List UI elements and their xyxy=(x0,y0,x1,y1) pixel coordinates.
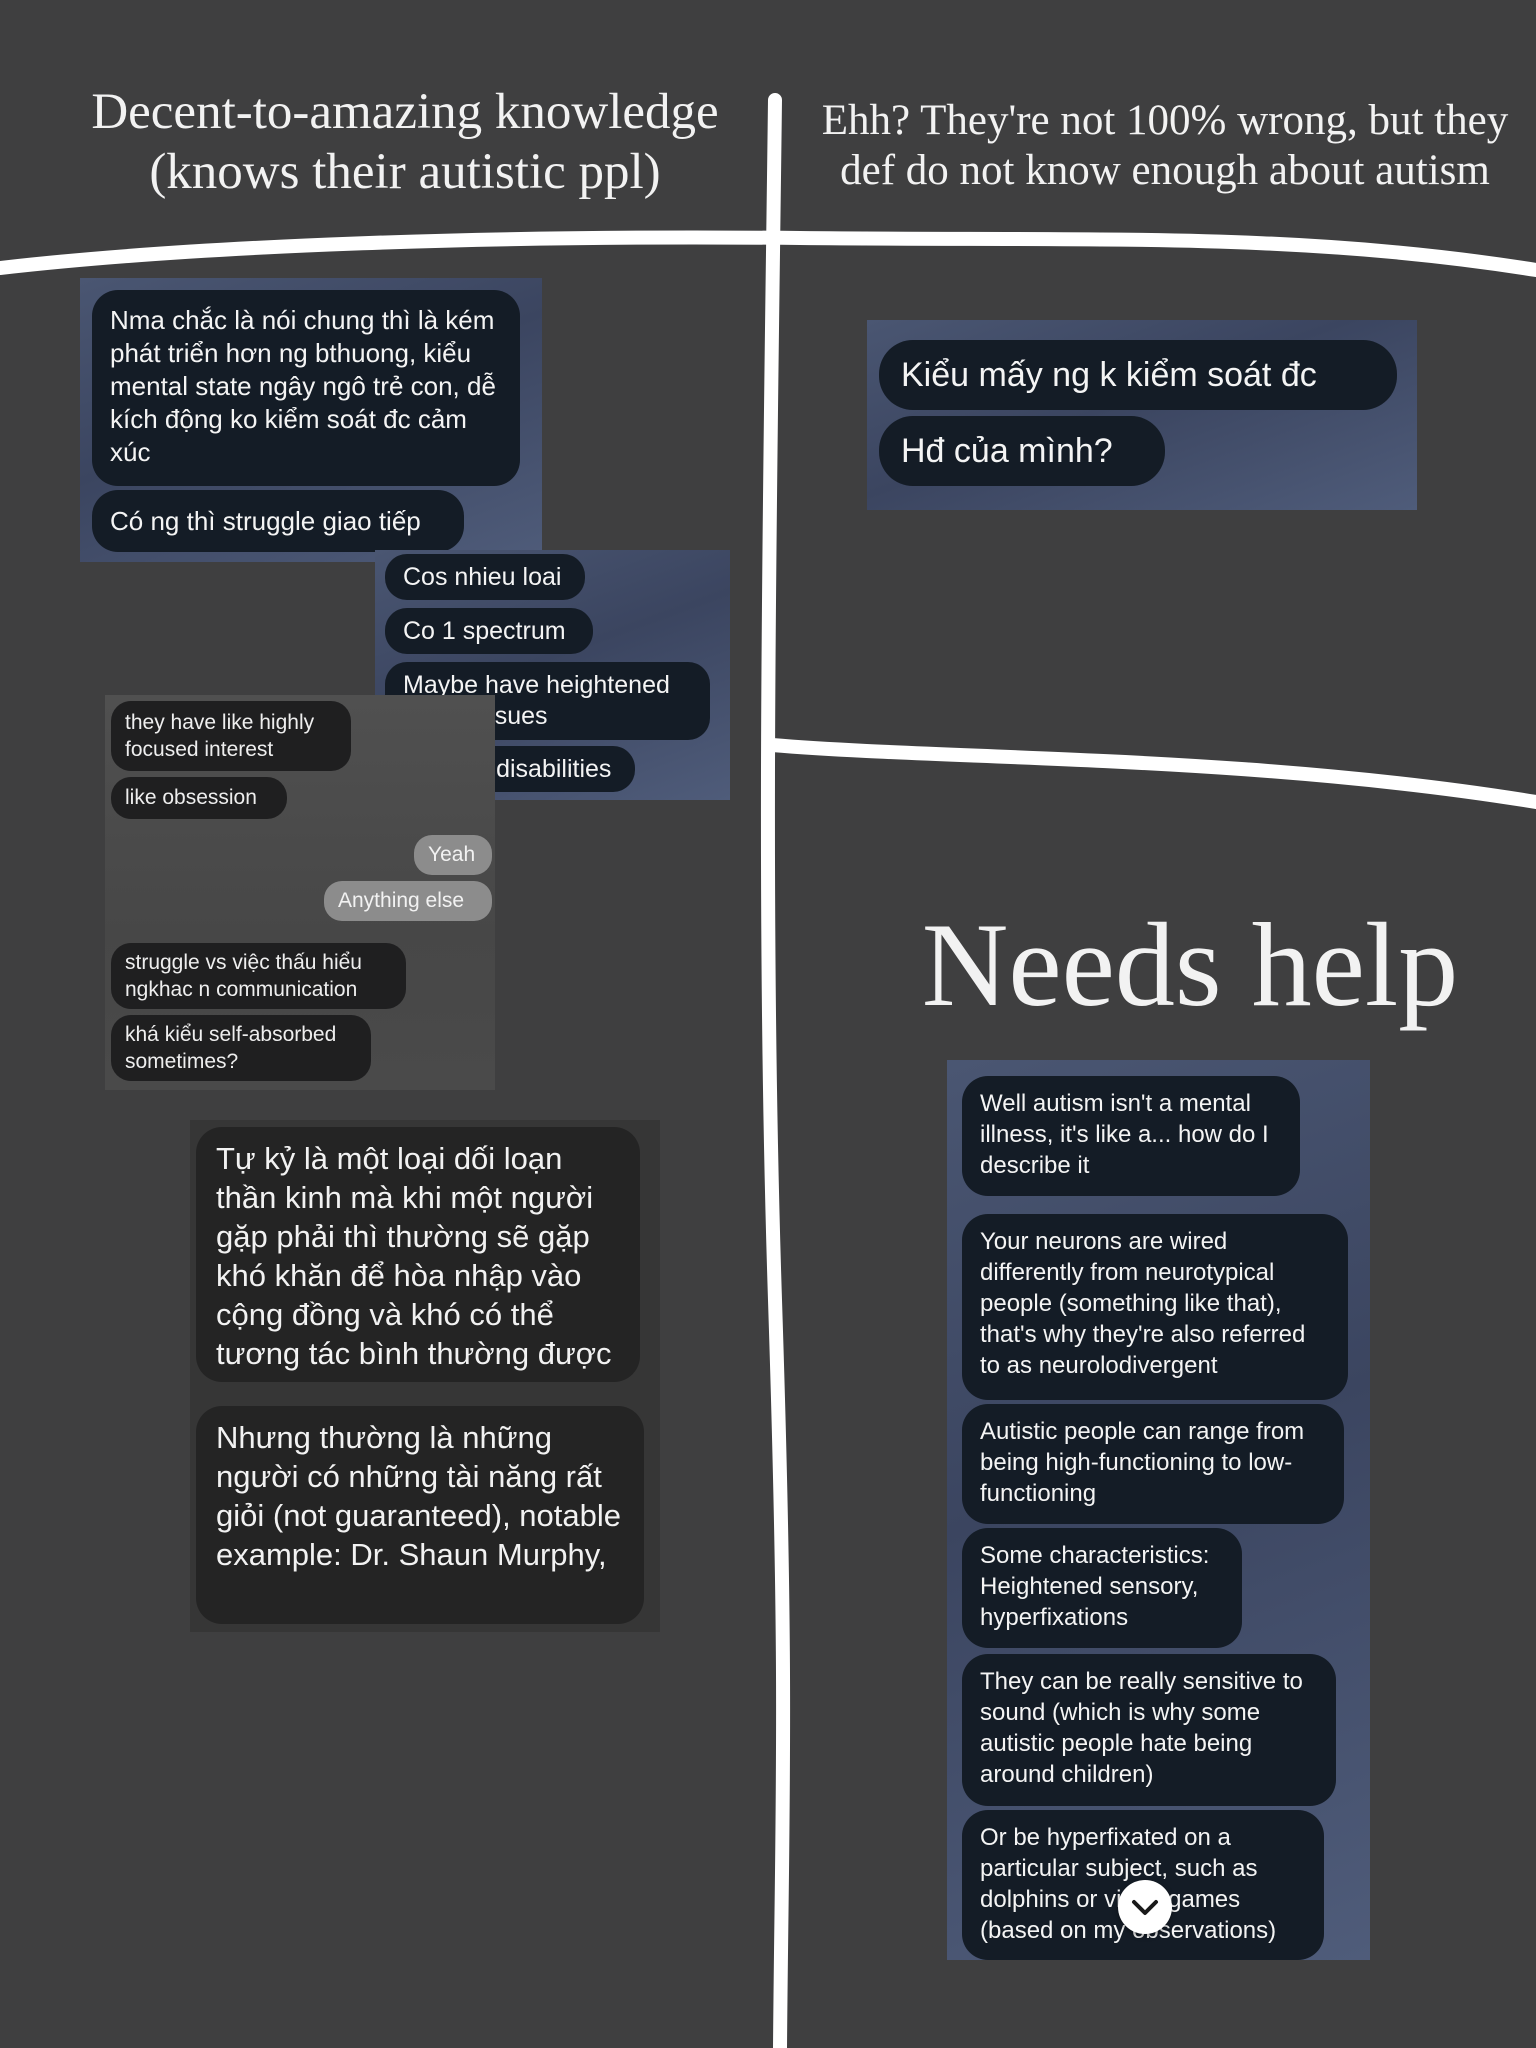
message-bubble: struggle vs việc thấu hiểu ngkhac n comm… xyxy=(111,943,406,1009)
chevron-down-icon xyxy=(1132,1900,1158,1915)
message-bubble: like obsession xyxy=(111,777,287,819)
message-bubble: Có ng thì struggle giao tiếp xyxy=(92,490,464,552)
left-column-heading: Decent-to-amazing knowledge (knows their… xyxy=(91,84,719,200)
chat-screenshot-1: Nma chắc là nói chung thì là kém phát tr… xyxy=(80,278,542,562)
message-bubble: Nhưng thường là những người có những tài… xyxy=(196,1406,644,1624)
chat-screenshot-4: Tự kỷ là một loại dối loạn thần kinh mà … xyxy=(190,1120,660,1632)
message-bubble: Well autism isn't a mental illness, it's… xyxy=(962,1076,1300,1196)
scroll-down-button[interactable] xyxy=(1118,1880,1172,1934)
message-bubble: Your neurons are wired differently from … xyxy=(962,1214,1348,1400)
message-bubble: They can be really sensitive to sound (w… xyxy=(962,1654,1336,1806)
chat-screenshot-3: they have like highly focused interest l… xyxy=(105,695,495,1090)
message-bubble: they have like highly focused interest xyxy=(111,701,351,771)
message-bubble: Anything else xyxy=(324,881,492,921)
message-bubble: Nma chắc là nói chung thì là kém phát tr… xyxy=(92,290,520,486)
chat-screenshot-6: Well autism isn't a mental illness, it's… xyxy=(947,1060,1370,1960)
message-bubble: Yeah xyxy=(414,835,492,875)
right-column-heading: Ehh? They're not 100% wrong, but they de… xyxy=(821,97,1509,194)
chat-screenshot-5: Kiểu mấy ng k kiểm soát đc Hđ của mình? xyxy=(867,320,1417,510)
message-bubble: Tự kỷ là một loại dối loạn thần kinh mà … xyxy=(196,1127,640,1382)
message-bubble: Autistic people can range from being hig… xyxy=(962,1404,1344,1524)
message-bubble: Co 1 spectrum xyxy=(385,608,593,654)
message-bubble: khá kiểu self-absorbed sometimes? xyxy=(111,1015,371,1081)
needs-help-heading: Needs help xyxy=(921,898,1459,1031)
message-bubble: Hđ của mình? xyxy=(879,416,1165,486)
message-bubble: Cos nhieu loai xyxy=(385,554,585,600)
message-bubble: Some characteristics: Heightened sensory… xyxy=(962,1528,1242,1648)
message-bubble: Kiểu mấy ng k kiểm soát đc xyxy=(879,340,1397,410)
